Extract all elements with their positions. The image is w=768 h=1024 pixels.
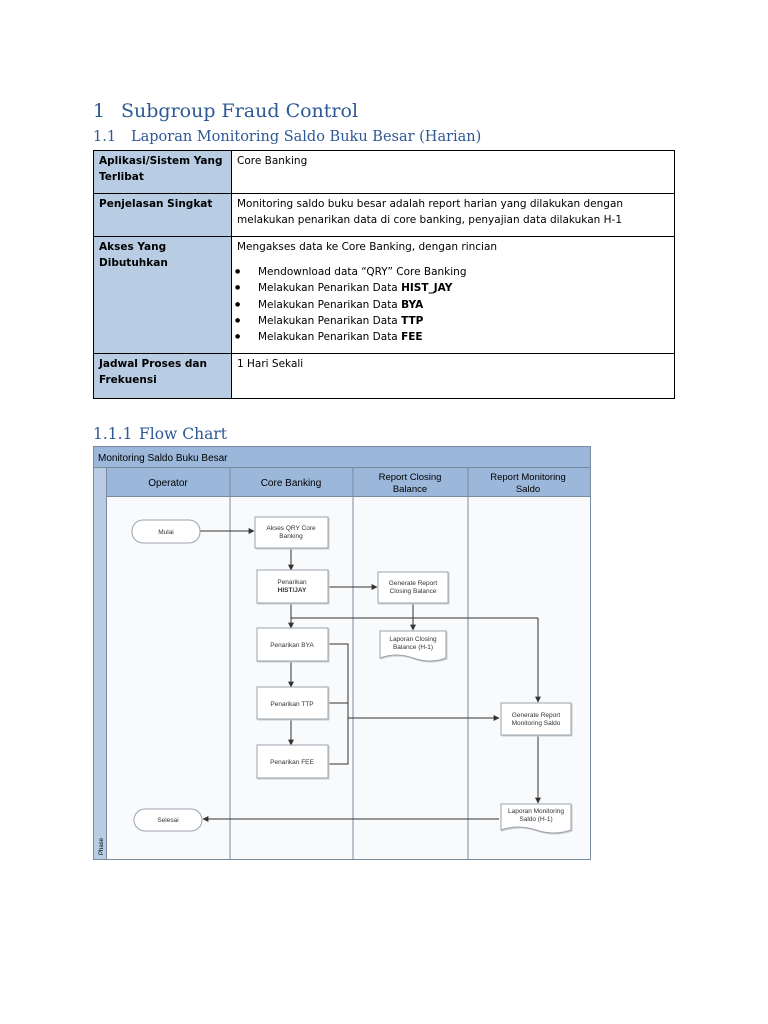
- gen-closing-label: Generate Report: [389, 580, 438, 587]
- gen-monitoring-label: Generate Report: [512, 712, 561, 719]
- akses-label: Akses QRY Core: [266, 525, 316, 532]
- table-label: Penjelasan Singkat: [93, 193, 232, 237]
- lap-closing-label-2: Balance (H-1): [393, 644, 433, 651]
- section-title: Subgroup Fraud Control: [121, 100, 359, 122]
- gen-closing-label-2: Closing Balance: [390, 588, 437, 595]
- table-label: Akses Yang Dibutuhkan: [93, 236, 232, 354]
- access-item-text: Melakukan Penarikan Data: [258, 282, 402, 295]
- start-node: [131, 519, 201, 544]
- flowchart-heading: 1.1.1 Flow Chart: [93, 425, 227, 443]
- selesai-label: Selesai: [157, 817, 178, 824]
- lane-report-monitoring-2: Saldo: [516, 484, 540, 495]
- access-list-item: Melakukan Penarikan Data BYA: [235, 297, 669, 314]
- ttp-label: Penarikan TTP: [270, 701, 313, 708]
- hist-label-2: HIST/JAY: [278, 587, 307, 594]
- access-list-item: Melakukan Penarikan Data FEE: [235, 329, 669, 346]
- connector: [328, 643, 349, 765]
- phase-label: Phase: [99, 837, 105, 855]
- access-item-code: TTP: [401, 314, 424, 327]
- access-item-text: Melakukan Penarikan Data: [258, 298, 402, 311]
- access-item-code: BYA: [401, 298, 424, 311]
- table-value: Monitoring saldo buku besar adalah repor…: [231, 193, 675, 237]
- table-value: 1 Hari Sekali: [231, 353, 675, 399]
- table-label: Jadwal Proses dan Frekuensi: [93, 353, 232, 399]
- subsection-number: 1.1: [93, 129, 117, 145]
- table-row: Aplikasi/Sistem Yang Terlibat Core Banki…: [93, 150, 675, 194]
- table-row: Akses Yang Dibutuhkan Mengakses data ke …: [93, 236, 675, 354]
- process-fee: [256, 744, 329, 779]
- access-item-text: Melakukan Penarikan Data: [258, 314, 402, 327]
- access-list-item: Melakukan Penarikan Data TTP: [235, 313, 669, 330]
- access-item-text: Melakukan Penarikan Data: [258, 331, 402, 344]
- lane-report-closing: Report Closing: [379, 472, 442, 483]
- access-list-item: Melakukan Penarikan Data HIST_JAY: [235, 280, 669, 297]
- lane-header-bar: [106, 467, 591, 497]
- access-item-code: HIST_JAY: [401, 282, 453, 295]
- access-list: Mendownload data “QRY” Core BankingMelak…: [235, 264, 669, 346]
- lap-closing-label: Laporan Closing: [389, 636, 437, 643]
- lap-monitoring-label: Laporan Monitoring: [508, 808, 564, 815]
- gen-monitoring-label-2: Monitoring Saldo: [512, 720, 561, 727]
- table-value: Mengakses data ke Core Banking, dengan r…: [231, 236, 675, 354]
- process-ttp: [256, 686, 329, 720]
- process-hist-jay: [256, 569, 329, 604]
- bya-label: Penarikan BYA: [270, 642, 314, 649]
- end-node: [133, 808, 203, 832]
- fee-label: Penarikan FEE: [270, 759, 314, 766]
- table-label: Aplikasi/Sistem Yang Terlibat: [93, 150, 232, 194]
- access-item-text: Mendownload data “QRY” Core Banking: [258, 266, 467, 278]
- phase-strip: [93, 467, 107, 860]
- document-closing: [379, 630, 447, 662]
- lane-operator: Operator: [148, 478, 188, 489]
- lap-monitoring-label-2: Saldo (H-1): [519, 816, 552, 823]
- hist-label: Penarikan: [277, 579, 307, 586]
- process-gen-closing: [377, 571, 449, 604]
- flowchart-title: Monitoring Saldo Buku Besar: [98, 453, 228, 464]
- flowchart-heading-number: 1.1.1: [93, 425, 133, 443]
- mulai-label: Mulai: [158, 529, 174, 536]
- lane-report-closing-2: Balance: [393, 484, 427, 495]
- lane-core-banking: Core Banking: [261, 478, 322, 489]
- akses-label-2: Banking: [279, 533, 303, 540]
- access-list-item: Mendownload data “QRY” Core Banking: [235, 264, 669, 281]
- section-heading: 1 Subgroup Fraud Control: [93, 100, 358, 122]
- subsection-heading: 1.1 Laporan Monitoring Saldo Buku Besar (…: [93, 129, 481, 145]
- info-table: Aplikasi/Sistem Yang Terlibat Core Banki…: [93, 150, 675, 399]
- process-gen-monitoring: [500, 702, 572, 736]
- table-row: Jadwal Proses dan Frekuensi 1 Hari Sekal…: [93, 353, 675, 399]
- subsection-title: Laporan Monitoring Saldo Buku Besar (Har…: [131, 129, 482, 145]
- flowchart-heading-title: Flow Chart: [139, 425, 227, 443]
- table-value: Core Banking: [231, 150, 675, 194]
- access-item-code: FEE: [401, 331, 423, 344]
- flowchart: Monitoring Saldo Buku Besar Phase Operat…: [93, 446, 591, 860]
- flowchart-frame: [93, 446, 591, 860]
- lane-report-monitoring: Report Monitoring: [490, 472, 566, 483]
- document-monitoring: [500, 803, 572, 834]
- access-intro: Mengakses data ke Core Banking, dengan r…: [237, 241, 498, 253]
- process-bya: [256, 627, 329, 662]
- section-number: 1: [93, 100, 106, 122]
- process-akses-qry: [254, 516, 329, 549]
- table-row: Penjelasan Singkat Monitoring saldo buku…: [93, 193, 675, 237]
